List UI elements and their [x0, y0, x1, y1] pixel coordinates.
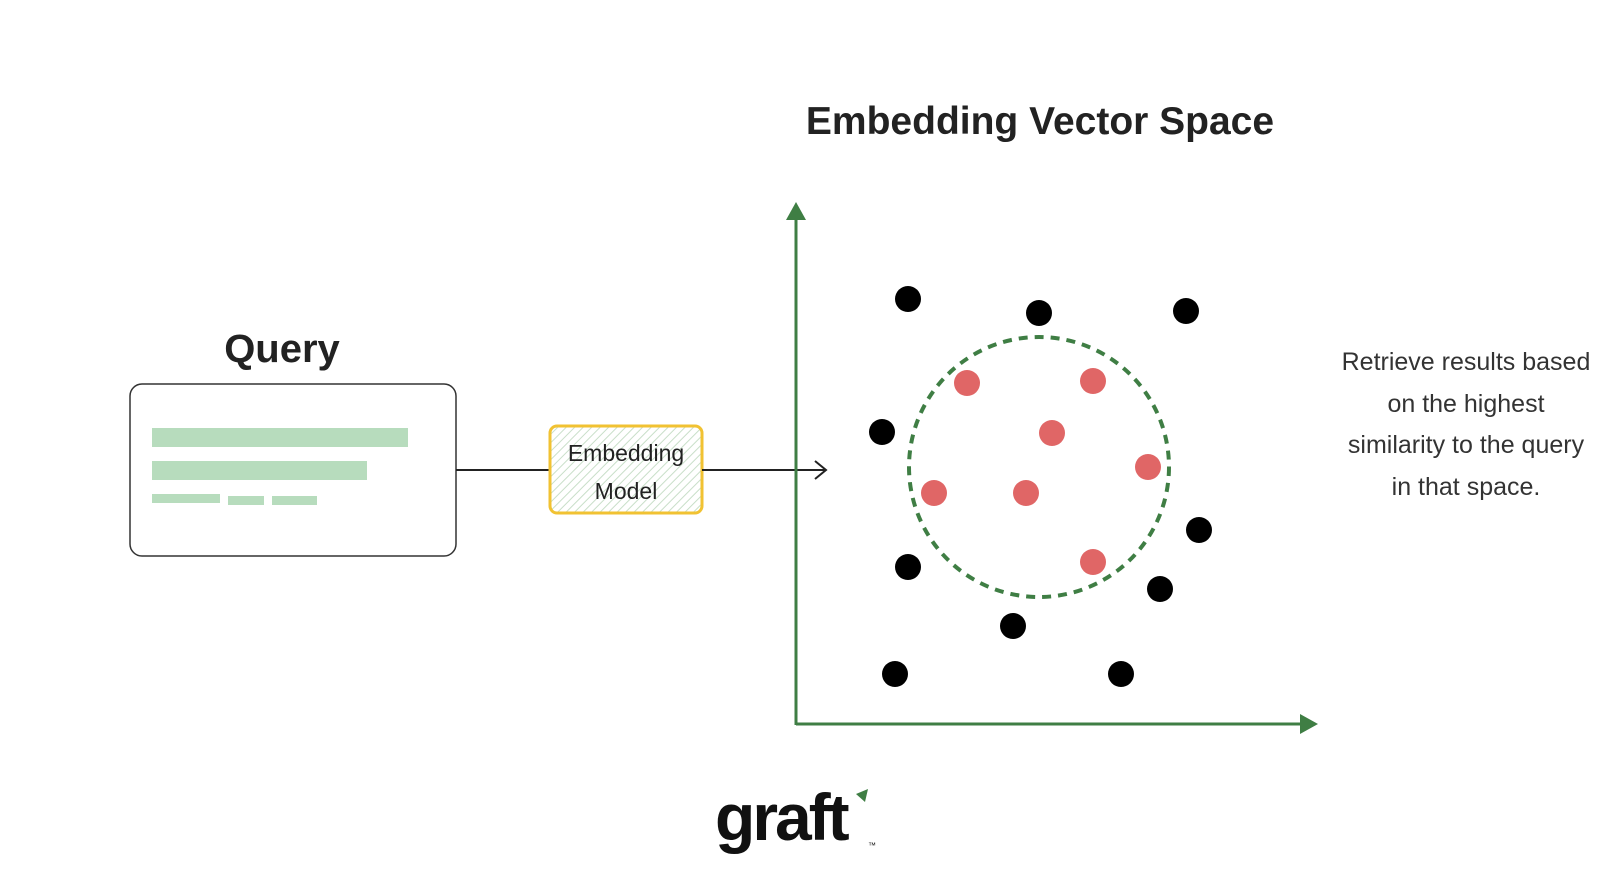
x-axis [796, 714, 1318, 734]
matching-vector-dot [921, 480, 947, 506]
graft-logo: graft ™ [715, 780, 876, 854]
caption-line: on the highest [1387, 390, 1544, 418]
caption-line: Retrieve results based [1342, 348, 1591, 376]
matching-vector-dot [1039, 420, 1065, 446]
logo-leaf-icon [856, 789, 868, 802]
query-text-line [152, 494, 220, 503]
caption-line: in that space. [1392, 473, 1541, 501]
caption-line: similarity to the query [1348, 431, 1585, 459]
model-label-line2: Model [595, 478, 658, 504]
space-title: Embedding Vector Space [806, 100, 1274, 143]
logo-wordmark: graft [715, 780, 850, 854]
similarity-circle [907, 335, 1171, 599]
vector-dot [1026, 300, 1052, 326]
vector-dot [1186, 517, 1212, 543]
matching-vector-dot [1135, 454, 1161, 480]
vector-dot [895, 554, 921, 580]
vector-dot [1000, 613, 1026, 639]
query-text-line [152, 461, 367, 480]
arrow-to-space [702, 460, 828, 480]
embedding-model-box: Embedding Model [548, 424, 704, 515]
vector-dot [869, 419, 895, 445]
matching-vector-dot [1013, 480, 1039, 506]
vector-dot [1173, 298, 1199, 324]
matching-vector-dot [1080, 549, 1106, 575]
query-text-line [272, 496, 317, 505]
vector-dot [895, 286, 921, 312]
logo-trademark: ™ [868, 841, 876, 850]
matching-vectors [921, 368, 1161, 575]
model-label-line1: Embedding [568, 440, 684, 466]
y-axis [786, 202, 806, 725]
query-text-line [152, 428, 408, 447]
vector-dot [1108, 661, 1134, 687]
vector-dot [1147, 576, 1173, 602]
vector-dot [882, 661, 908, 687]
caption: Retrieve results based on the highest si… [1342, 348, 1591, 501]
matching-vector-dot [1080, 368, 1106, 394]
query-text-line [228, 496, 264, 505]
query-title: Query [224, 327, 340, 371]
other-vectors [869, 286, 1212, 687]
matching-vector-dot [954, 370, 980, 396]
query-document [129, 383, 457, 557]
